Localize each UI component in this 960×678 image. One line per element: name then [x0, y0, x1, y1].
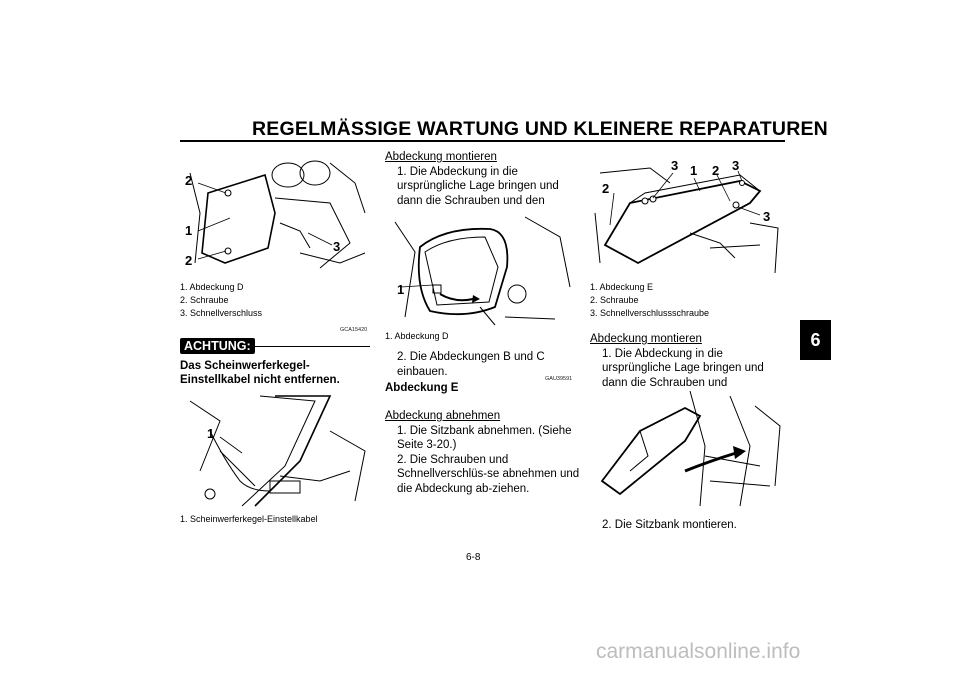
header-rule [180, 140, 785, 142]
callout-2-top: 2 [185, 173, 193, 188]
callout-3: 3 [732, 158, 740, 173]
caution-label: ACHTUNG: [180, 338, 255, 354]
caption-item: 3. Schnellverschlussschraube [590, 308, 710, 318]
caption-item: 1. Abdeckung E [590, 282, 654, 292]
callout-3: 3 [763, 209, 771, 224]
reference-code: GCA15420 [340, 327, 368, 333]
caution-notice: ACHTUNG: Das Scheinwerferkegel-Einstellk… [180, 337, 370, 392]
page-number: 6-8 [466, 552, 481, 563]
subheading-install: Abdeckung montieren [385, 151, 497, 163]
figure-caption: 1. Abdeckung D [385, 331, 449, 341]
figure-caption: 1. Scheinwerferkegel-Einstellkabel [180, 514, 318, 524]
removal-instructions-e: Abdeckung abnehmen 1. Die Sitzbank abneh… [385, 409, 580, 496]
step-text: 2. Die Sitzbank montieren. [602, 519, 737, 531]
figure-cover-e-illustration: 3 1 2 3 2 3 [590, 153, 783, 278]
caption-item: 2. Schraube [590, 295, 639, 305]
subheading-install: Abdeckung montieren [590, 333, 702, 345]
callout-3: 3 [333, 239, 341, 254]
callout-1: 1 [185, 223, 193, 238]
callout-1: 1 [690, 163, 698, 178]
caption-item: 1. Abdeckung D [180, 282, 244, 292]
reference-code: GAU39591 [545, 376, 573, 382]
callout-1: 1 [397, 282, 405, 297]
figure-cover-e-install-illustration [590, 386, 783, 511]
figure-caption-list: 1. Abdeckung E 2. Schraube 3. Schnellver… [590, 281, 783, 320]
caution-rule [250, 346, 370, 347]
caution-text: Das Scheinwerferkegel-Einstellkabel nich… [180, 360, 340, 386]
step-text: 1. Die Sitzbank abnehmen. (Siehe Seite 3… [397, 424, 572, 452]
caption-item: 3. Schnellverschluss [180, 308, 263, 318]
step-text: 2. Die Abdeckungen B und C einbauen. [397, 351, 545, 378]
callout-2: 2 [712, 163, 720, 178]
caption-item: 2. Schraube [180, 295, 229, 305]
callout-2: 2 [602, 181, 610, 196]
section-title: Abdeckung E [385, 382, 459, 394]
step-text: 2. Die Schrauben und Schnellverschlüs-se… [397, 453, 580, 495]
figure-cover-d-illustration: 2 1 2 3 [180, 153, 370, 278]
callout-3: 3 [671, 158, 679, 173]
figure-cover-d-install-illustration: 1 [385, 207, 575, 327]
callout-2-bottom: 2 [185, 253, 193, 268]
watermark-text: carmanualsonline.info [596, 640, 801, 663]
chapter-tab: 6 [800, 320, 831, 360]
page-header-title: REGELMÄSSIGE WARTUNG UND KLEINERE REPARA… [252, 118, 828, 140]
figure-caption-list: 1. Abdeckung D 2. Schraube 3. Schnellver… [180, 281, 370, 320]
figure-adjust-cable-illustration: 1 [180, 391, 370, 509]
subheading-remove: Abdeckung abnehmen [385, 410, 501, 422]
callout-1: 1 [207, 426, 215, 441]
